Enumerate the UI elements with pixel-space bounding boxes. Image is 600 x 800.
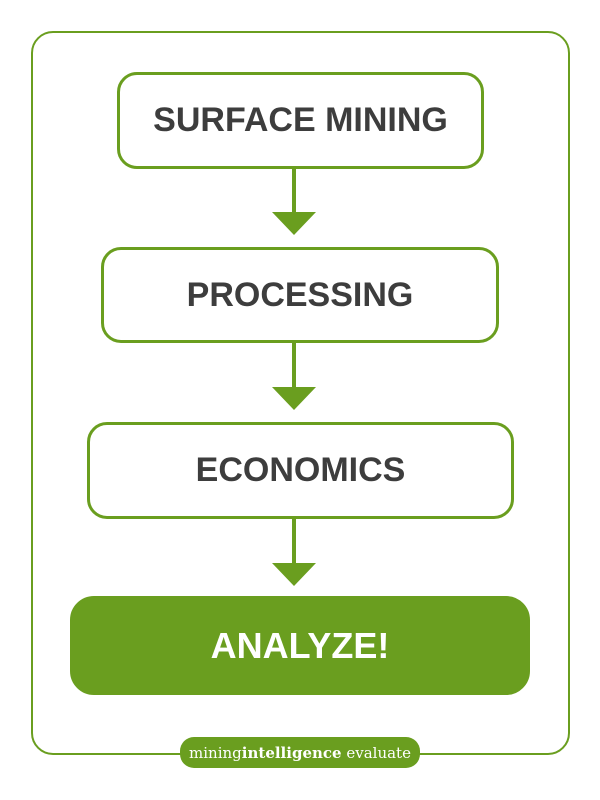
arrow-down-icon — [272, 563, 316, 586]
arrow-down-icon — [272, 212, 316, 235]
arrow-down-icon — [272, 387, 316, 410]
connector-line — [292, 342, 296, 389]
step-economics: ECONOMICS — [87, 422, 514, 519]
brand-evaluate: evaluate — [341, 743, 411, 762]
analyze-button[interactable]: ANALYZE! — [70, 596, 530, 695]
connector-line — [292, 518, 296, 565]
step-processing: PROCESSING — [101, 247, 499, 343]
brand-mining: mining — [189, 743, 242, 762]
step-surface-mining: SURFACE MINING — [117, 72, 484, 169]
brand-intelligence: intelligence — [241, 743, 342, 762]
connector-line — [292, 168, 296, 214]
